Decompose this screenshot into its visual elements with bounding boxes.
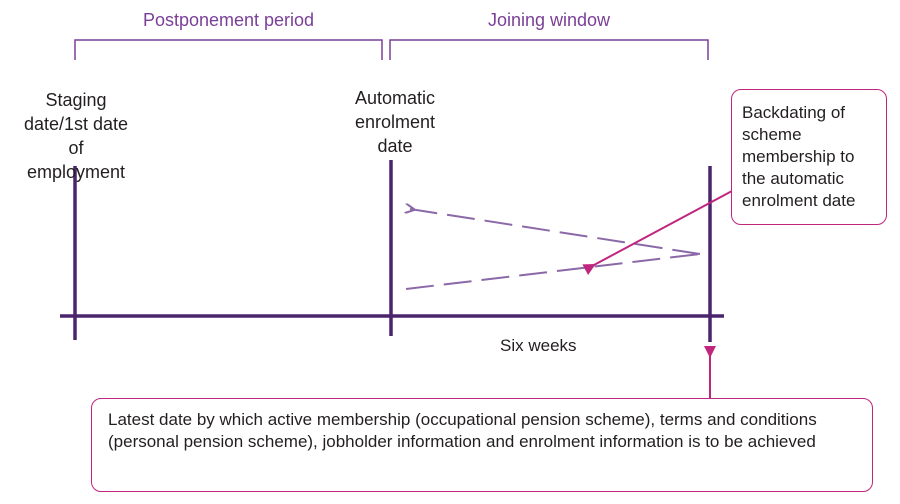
dashed-back-arrow bbox=[410, 209, 701, 255]
dashed-forward-line bbox=[405, 253, 701, 290]
backdating-pointer-arrow bbox=[582, 190, 733, 276]
backdating-callout: Backdating of scheme membership to the a… bbox=[731, 89, 887, 225]
joining-window-bracket bbox=[389, 39, 709, 60]
six-weeks-label: Six weeks bbox=[500, 336, 577, 355]
joining-window-label: Joining window bbox=[487, 10, 611, 30]
auto-enrolment-date-label: Automatic enrolment date bbox=[354, 88, 436, 156]
postponement-bracket bbox=[74, 39, 383, 60]
deadline-callout: Latest date by which active membership (… bbox=[91, 398, 873, 492]
staging-date-label: Staging date/1st date of employment bbox=[23, 90, 129, 182]
postponement-period-label: Postponement period bbox=[142, 10, 315, 30]
